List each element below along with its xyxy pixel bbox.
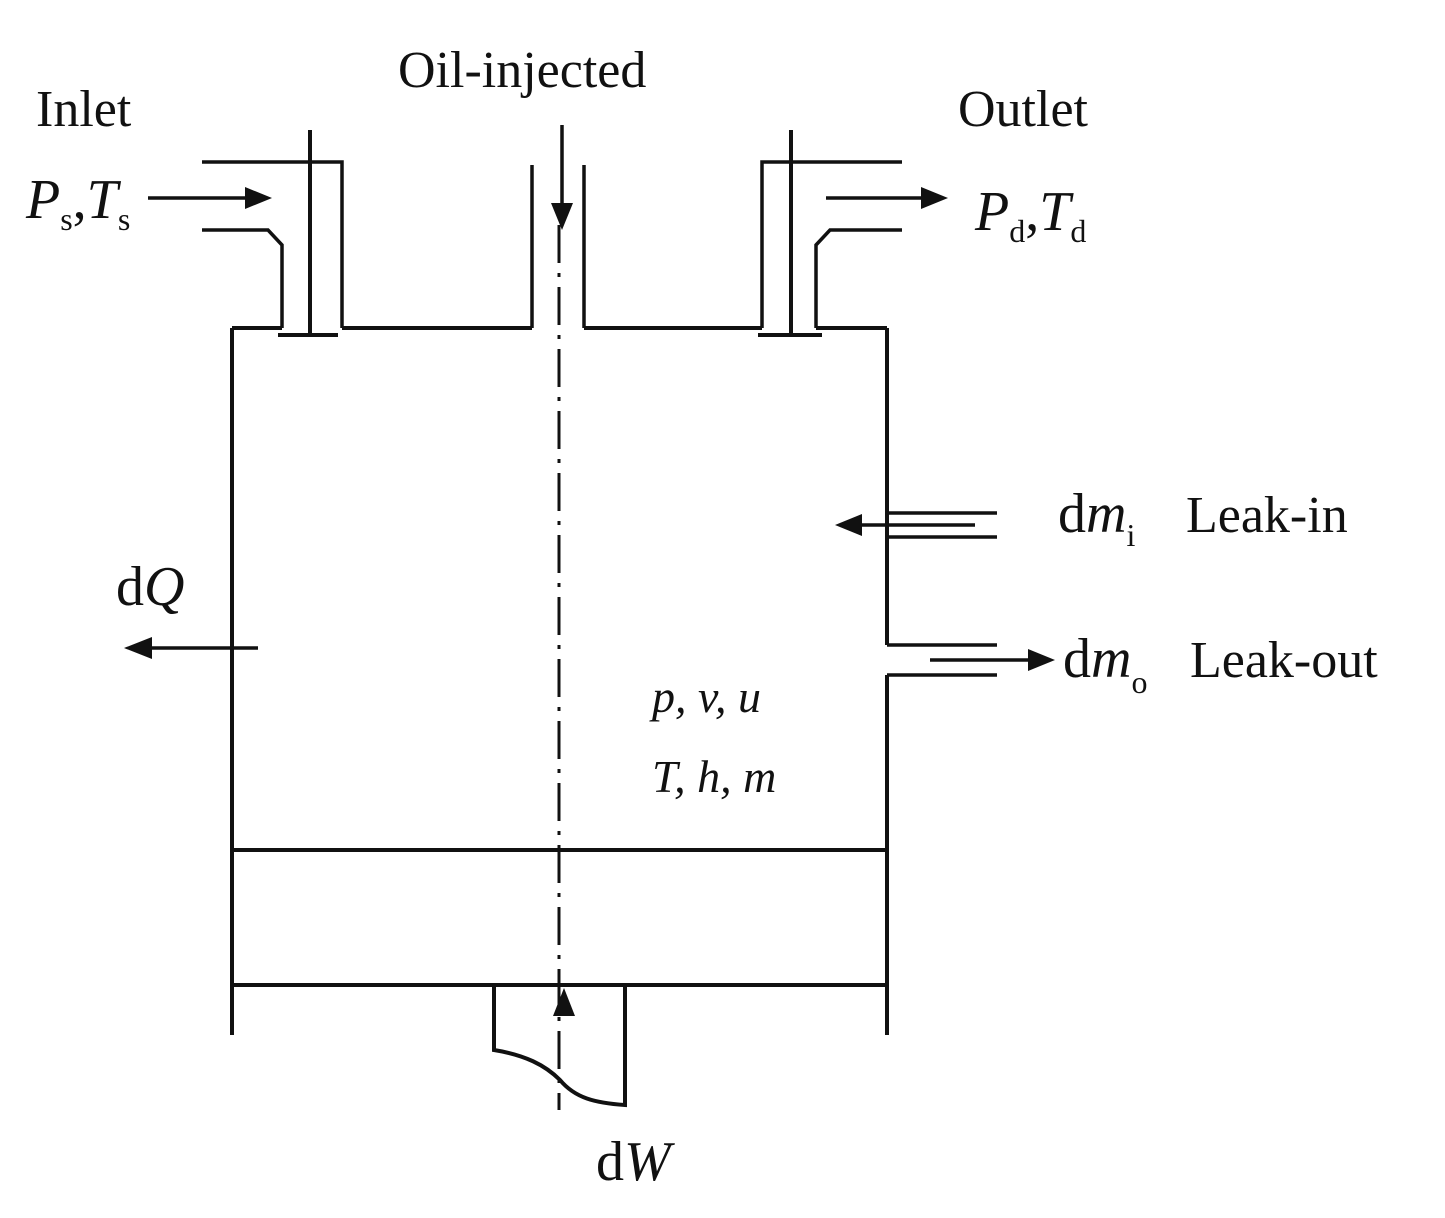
leak-out-subscript: o	[1131, 664, 1147, 700]
inlet-condition-label: Ps,Ts	[25, 169, 130, 237]
work-d: d	[596, 1131, 624, 1193]
inlet-pipe-upper-wall	[202, 160, 344, 328]
leak-out-d: d	[1063, 628, 1091, 690]
leak-in-passage	[835, 511, 997, 539]
leak-in-arrow-head	[835, 514, 862, 536]
outlet-port	[758, 130, 902, 337]
outlet-flow-arrow	[826, 187, 948, 209]
heat-d: d	[116, 556, 144, 618]
outlet-arrow-head	[921, 187, 948, 209]
outlet-label: Outlet	[958, 81, 1089, 138]
inlet-pressure-subscript: s	[60, 201, 72, 237]
heat-arrow-head	[124, 637, 152, 659]
outlet-temperature-symbol: T	[1039, 181, 1074, 243]
outlet-pressure-symbol: P	[974, 181, 1009, 243]
inlet-temperature-symbol: T	[87, 169, 122, 231]
state-variables-line2: T, h, m	[652, 751, 776, 802]
outlet-pressure-subscript: d	[1009, 213, 1025, 249]
heat-transfer-label: dQ	[116, 556, 184, 618]
leak-in-mass-symbol: dmi	[1058, 483, 1135, 553]
cylinder-body	[230, 326, 889, 1035]
inlet-temperature-subscript: s	[118, 201, 130, 237]
leak-out-arrow-head	[1028, 649, 1055, 671]
inlet-pressure-symbol: P	[25, 169, 60, 231]
leak-in-label: Leak-in	[1186, 487, 1348, 544]
leak-in-d: d	[1058, 483, 1086, 545]
inlet-arrow-head	[245, 187, 272, 209]
leak-out-m: m	[1091, 628, 1131, 690]
oil-arrow-head	[551, 203, 573, 230]
outlet-pipe-lower-wall	[814, 228, 902, 328]
leak-out-passage	[887, 643, 1055, 677]
inlet-pipe-lower-wall	[202, 228, 284, 328]
work-arrow-head	[553, 988, 575, 1016]
state-variables-line1: p, v, u	[649, 671, 761, 722]
work-w-symbol: W	[624, 1131, 675, 1193]
outlet-pipe-upper-wall	[760, 160, 902, 328]
outlet-temperature-subscript: d	[1070, 213, 1086, 249]
heat-flow-arrow	[124, 637, 258, 659]
heat-q-symbol: Q	[144, 556, 184, 618]
leak-out-mass-symbol: dmo	[1063, 628, 1147, 700]
oil-injection-pipe	[530, 125, 586, 328]
leak-out-label: Leak-out	[1190, 632, 1378, 689]
outlet-condition-label: Pd,Td	[974, 181, 1086, 249]
work-label: dW	[596, 1131, 675, 1193]
outlet-comma: ,	[1025, 181, 1039, 243]
leak-in-subscript: i	[1126, 517, 1135, 553]
work-flow-arrow	[553, 988, 575, 1016]
inlet-comma: ,	[73, 169, 87, 231]
leak-in-m: m	[1086, 483, 1126, 545]
oil-injected-label: Oil-injected	[398, 42, 646, 99]
inlet-port	[202, 130, 344, 337]
inlet-flow-arrow	[148, 187, 272, 209]
inlet-label: Inlet	[36, 81, 132, 138]
